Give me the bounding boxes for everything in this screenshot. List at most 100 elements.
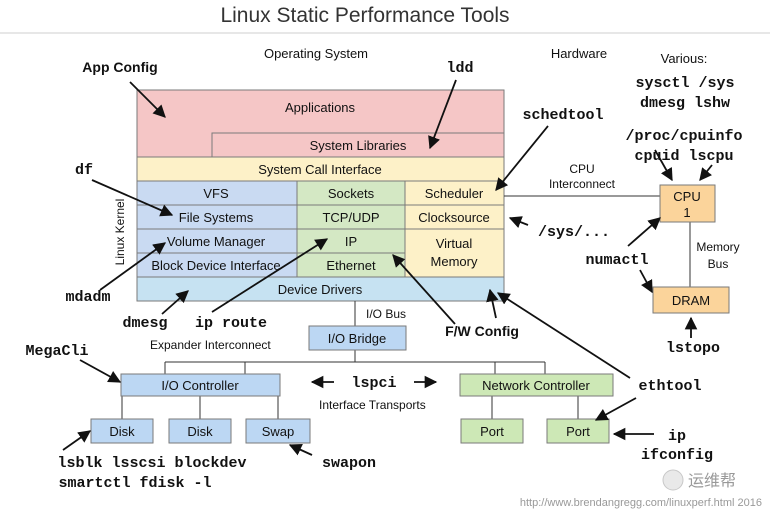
clocksource-box <box>404 204 505 230</box>
tool-proc-cpuinfo: /proc/cpuinfo <box>625 128 742 145</box>
arrow-app-config <box>129 81 166 118</box>
io-controller-label: I/O Controller <box>161 378 239 393</box>
arrow-mdadm <box>99 242 167 291</box>
arrow-dmesg <box>161 290 189 315</box>
memory-bus-label-2: Bus <box>708 257 729 271</box>
port-1-box <box>460 418 524 444</box>
ethernet-label: Ethernet <box>326 258 376 273</box>
tool-mdadm: mdadm <box>65 289 110 306</box>
tool-lspci: lspci <box>351 375 396 392</box>
arrow-schedtool <box>495 125 549 191</box>
dram-box <box>652 286 730 314</box>
ip-layer-label: IP <box>345 234 357 249</box>
cpu-box <box>659 184 716 223</box>
cpu-interconnect-label-2: Interconnect <box>549 177 616 191</box>
arrow-ldd <box>428 79 457 150</box>
region-operating-system: Operating System <box>264 46 368 61</box>
virtual-memory-label-1: Virtual <box>436 236 473 251</box>
watermark-text: 运维帮 <box>688 472 736 490</box>
arrow-numactl-dram <box>639 269 653 294</box>
network-controller-box <box>459 373 614 397</box>
swap-label: Swap <box>262 424 295 439</box>
volume-manager-label: Volume Manager <box>167 234 266 249</box>
sockets-label: Sockets <box>328 186 375 201</box>
io-bus-label: I/O Bus <box>366 307 406 321</box>
tool-ifconfig: ifconfig <box>641 447 713 464</box>
tool-sysctl-sys: sysctl /sys <box>635 75 734 92</box>
region-hardware: Hardware <box>551 46 607 61</box>
applications-label: Applications <box>285 100 356 115</box>
tool-swapon: swapon <box>322 455 376 472</box>
tool-df: df <box>75 162 93 179</box>
clocksource-label: Clocksource <box>418 210 490 225</box>
dram-label: DRAM <box>672 293 710 308</box>
disk-1-label: Disk <box>109 424 135 439</box>
tool-ip: ip <box>668 428 686 445</box>
system-libraries-box <box>211 132 505 158</box>
scheduler-box <box>404 180 505 206</box>
tool-sys: /sys/... <box>538 224 610 241</box>
memory-bus-label-1: Memory <box>696 240 739 254</box>
interface-transports-label: Interface Transports <box>319 398 426 412</box>
region-various: Various: <box>661 51 708 66</box>
arrow-sys <box>508 216 529 228</box>
tool-ip-route: ip route <box>195 315 267 332</box>
page-title: Linux Static Performance Tools <box>220 4 509 27</box>
port-2-label: Port <box>566 424 590 439</box>
port-1-label: Port <box>480 424 504 439</box>
io-controller-box <box>120 373 281 397</box>
system-libraries-label: System Libraries <box>310 138 407 153</box>
tool-smartctl-line: smartctl fdisk -l <box>58 475 211 492</box>
source-url: http://www.brendangregg.com/linuxperf.ht… <box>520 497 762 509</box>
block-device-interface-label: Block Device Interface <box>151 258 280 273</box>
arrow-fw-config-1 <box>392 254 456 325</box>
tool-dmesg-lshw: dmesg lshw <box>640 95 730 112</box>
tool-dmesg: dmesg <box>122 315 167 332</box>
arrow-ethtool-drivers <box>496 292 631 379</box>
ethernet-box <box>296 252 406 278</box>
tcp-udp-box <box>296 204 406 230</box>
cpu-interconnect-label-1: CPU <box>569 162 594 176</box>
swap-box <box>245 418 311 444</box>
arrow-lsblk <box>62 430 92 451</box>
tool-ldd: ldd <box>446 60 473 77</box>
tool-cpuid-lscpu: cpuid lscpu <box>634 148 733 165</box>
tool-numactl: numactl <box>585 252 648 269</box>
watermark: 运维帮 <box>662 469 736 491</box>
tool-lsblk-line: lsblk lsscsi blockdev <box>57 455 246 472</box>
port-2-box <box>546 418 610 444</box>
linux-kernel-label: Linux Kernel <box>113 199 127 266</box>
network-controller-label: Network Controller <box>482 378 590 393</box>
arrow-swapon <box>288 443 313 456</box>
tcp-udp-label: TCP/UDP <box>322 210 379 225</box>
virtual-memory-label-2: Memory <box>431 254 478 269</box>
io-bridge-label: I/O Bridge <box>328 331 387 346</box>
tool-ethtool: ethtool <box>638 378 701 395</box>
arrow-df <box>91 179 174 217</box>
device-drivers-label: Device Drivers <box>278 282 363 297</box>
cpu-label: CPU <box>673 189 700 204</box>
arrow-ethtool-port <box>594 397 637 421</box>
arrow-cpuid <box>699 164 713 181</box>
disk-2-box <box>168 418 232 444</box>
arrow-ip-route <box>211 238 329 313</box>
tool-schedtool: schedtool <box>522 107 603 124</box>
arrow-proc-cpuinfo <box>654 149 673 182</box>
tool-lstopo: lstopo <box>666 340 720 357</box>
device-drivers-box <box>136 276 505 302</box>
arrow-megacli <box>79 359 122 383</box>
io-bridge-box <box>308 325 407 351</box>
virtual-memory-box <box>404 228 505 278</box>
vfs-label: VFS <box>203 186 229 201</box>
scheduler-label: Scheduler <box>425 186 484 201</box>
expander-interconnect-label: Expander Interconnect <box>150 338 271 352</box>
tool-app-config: App Config <box>82 59 157 75</box>
file-systems-label: File Systems <box>179 210 254 225</box>
system-call-interface-label: System Call Interface <box>258 162 382 177</box>
arrow-numactl <box>627 217 661 247</box>
disk-2-label: Disk <box>187 424 213 439</box>
tool-megacli: MegaCli <box>25 343 88 360</box>
cpu-number: 1 <box>683 205 690 220</box>
tool-fw-config: F/W Config <box>445 323 519 339</box>
